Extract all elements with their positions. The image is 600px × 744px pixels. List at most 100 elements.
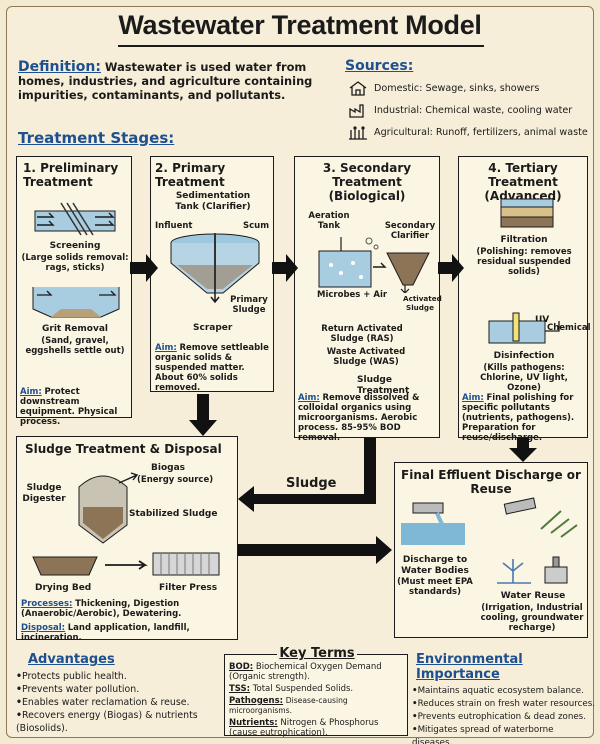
water-reuse-icon bbox=[497, 556, 568, 584]
secondary-clarifier-label: Secondary Clarifier bbox=[384, 221, 436, 241]
list-item: Mitigates spread of waterborne diseases. bbox=[412, 724, 596, 744]
chemical-label: Chemical bbox=[547, 323, 591, 333]
aim-text: Remove dissolved & colloidal organics us… bbox=[298, 393, 420, 443]
list-item: Recovers energy (Biogas) & nutrients (Bi… bbox=[16, 709, 226, 735]
source-text: Industrial: Chemical waste, cooling wate… bbox=[374, 104, 573, 116]
aim-text: Remove settleable organic solids & suspe… bbox=[155, 343, 269, 393]
filtration-label: Filtration bbox=[500, 235, 548, 245]
drying-bed-icon bbox=[32, 556, 98, 576]
processes-text: Processes: Thickening, Digestion (Anaero… bbox=[21, 599, 235, 619]
sludge-treatment-box: Sludge Treatment & Disposal Sludge Diges… bbox=[16, 436, 238, 643]
term: Pathogens: bbox=[229, 696, 284, 706]
disposal-value: Land application, landfill, incineration… bbox=[21, 623, 190, 643]
stabilized-label: Stabilized Sludge bbox=[129, 509, 218, 519]
advantages-heading: Advantages bbox=[28, 652, 115, 667]
title-underline bbox=[118, 45, 484, 47]
list-item: Prevents eutrophication & dead zones. bbox=[412, 711, 596, 724]
term-definition: Total Suspended Solids. bbox=[252, 684, 354, 694]
source-text: Domestic: Sewage, sinks, showers bbox=[374, 82, 540, 94]
microbes-label: Microbes + Air bbox=[317, 290, 388, 300]
stage-3-title: 3. Secondary Treatment (Biological) bbox=[322, 161, 412, 203]
screening-note: (Large solids removal: rags, sticks) bbox=[21, 253, 129, 273]
was-label: Waste Activated Sludge (WAS) bbox=[326, 347, 406, 367]
environment-heading: Environmental Importance bbox=[416, 652, 523, 682]
arrow-primary-to-sludge bbox=[189, 394, 217, 436]
arrow-1-to-2 bbox=[130, 254, 158, 282]
list-item: Protects public health. bbox=[16, 670, 226, 683]
processes-value: Thickening, Digestion (Anaerobic/Aerobic… bbox=[21, 599, 182, 619]
aeration-label: Aeration Tank bbox=[308, 211, 350, 231]
scum-label: Scum bbox=[243, 221, 270, 231]
stages-heading: Treatment Stages: bbox=[18, 129, 175, 147]
list-item: Prevents water pollution. bbox=[16, 683, 226, 696]
filtration-note: (Polishing: removes residual suspended s… bbox=[476, 247, 572, 277]
aim-text: Protect downstream equipment. Physical p… bbox=[20, 387, 118, 427]
term-definition: Nitrogen & Phosphorus (cause eutrophicat… bbox=[229, 718, 379, 738]
stage-3-aim: Aim: Remove dissolved & colloidal organi… bbox=[298, 393, 438, 443]
biogas-note: (Energy source) bbox=[137, 475, 214, 485]
stage-2-aim: Aim: Remove settleable organic solids & … bbox=[155, 343, 273, 393]
arrow-tertiary-to-effluent bbox=[509, 438, 537, 462]
source-item-industrial: Industrial: Chemical waste, cooling wate… bbox=[348, 102, 572, 118]
grit-label: Grit Removal bbox=[42, 324, 108, 334]
digester-label: Sludge Digester bbox=[22, 483, 66, 504]
effluent-title: Final Effluent Discharge or Reuse bbox=[401, 468, 581, 496]
clarifier-icon bbox=[170, 233, 260, 303]
source-item-agricultural: Agricultural: Runoff, fertilizers, anima… bbox=[348, 124, 588, 140]
stage-1-box: 1. Preliminary Treatment Screening (Larg… bbox=[16, 156, 132, 427]
list-item: Reduces strain on fresh water resources. bbox=[412, 698, 596, 711]
sludge-treatment-label: Sludge Treatment bbox=[357, 375, 410, 396]
grit-channel-icon bbox=[32, 287, 120, 318]
aeration-tank-icon bbox=[318, 237, 430, 293]
sources-heading: Sources: bbox=[345, 58, 414, 74]
uv-label: UV bbox=[535, 315, 550, 325]
stage-2-title: 2. Primary Treatment bbox=[155, 161, 226, 189]
key-terms-list: BOD: Biochemical Oxygen Demand (Organic … bbox=[225, 662, 407, 738]
key-terms-box: Key Terms BOD: Biochemical Oxygen Demand… bbox=[224, 646, 408, 738]
disinfection-note: (Kills pathogens: Chlorine, UV light, Oz… bbox=[480, 363, 568, 393]
disposal-label: Disposal: bbox=[21, 623, 66, 633]
reuse-label: Water Reuse bbox=[500, 591, 566, 601]
screening-icon bbox=[34, 202, 116, 236]
disinfection-label: Disinfection bbox=[493, 351, 555, 361]
aim-label: Aim: bbox=[298, 393, 320, 403]
screening-label: Screening bbox=[49, 241, 101, 251]
grit-note: (Sand, gravel, eggshells settle out) bbox=[25, 336, 125, 356]
source-text: Agricultural: Runoff, fertilizers, anima… bbox=[374, 126, 588, 138]
factory-icon bbox=[349, 104, 364, 118]
stage-1-title: 1. Preliminary Treatment bbox=[23, 161, 119, 189]
house-icon bbox=[349, 81, 367, 96]
crops-icon bbox=[349, 126, 367, 140]
final-effluent-box: Final Effluent Discharge or Reuse Discha… bbox=[394, 462, 588, 638]
biogas-label: Biogas bbox=[151, 463, 186, 473]
sludge-box-title: Sludge Treatment & Disposal bbox=[25, 442, 222, 456]
dewatering-icons bbox=[32, 552, 220, 576]
primary-sludge-label: Primary Sludge bbox=[230, 295, 268, 315]
term: BOD: bbox=[229, 662, 254, 672]
stage-1-aim: Aim: Protect downstream equipment. Physi… bbox=[20, 387, 130, 427]
term-definition: Biochemical Oxygen Demand (Organic stren… bbox=[229, 662, 382, 682]
aim-label: Aim: bbox=[155, 343, 177, 353]
aim-label: Aim: bbox=[20, 387, 42, 397]
filter-press-label: Filter Press bbox=[159, 583, 218, 593]
stage-3-box: 3. Secondary Treatment (Biological) Aera… bbox=[294, 156, 442, 443]
list-item: Enables water reclamation & reuse. bbox=[16, 696, 226, 709]
disposal-text: Disposal: Land application, landfill, in… bbox=[21, 623, 235, 643]
advantages-section: Advantages Protects public health. Preve… bbox=[16, 652, 226, 735]
arrow-2-to-3 bbox=[272, 254, 298, 282]
arrow-3-to-4 bbox=[438, 254, 464, 282]
stage-4-aim: Aim: Final polishing for specific pollut… bbox=[462, 393, 586, 443]
environment-section: Environmental Importance Maintains aquat… bbox=[412, 652, 596, 744]
arrow-secondary-to-sludge bbox=[238, 438, 376, 512]
list-item: Maintains aquatic ecosystem balance. bbox=[412, 685, 596, 698]
discharge-scene-icon bbox=[401, 497, 578, 545]
digester-icon bbox=[78, 472, 139, 544]
definition-heading: Definition: bbox=[18, 59, 101, 75]
reuse-note: (Irrigation, Industrial cooling, groundw… bbox=[480, 603, 584, 633]
sludge-arrow-label: Sludge bbox=[286, 476, 337, 491]
term: TSS: bbox=[229, 684, 251, 694]
ras-label: Return Activated Sludge (RAS) bbox=[321, 324, 403, 344]
key-terms-heading: Key Terms bbox=[277, 646, 357, 661]
stage-4-box: 4. Tertiary Treatment (Advanced) Filtrat… bbox=[458, 156, 591, 443]
